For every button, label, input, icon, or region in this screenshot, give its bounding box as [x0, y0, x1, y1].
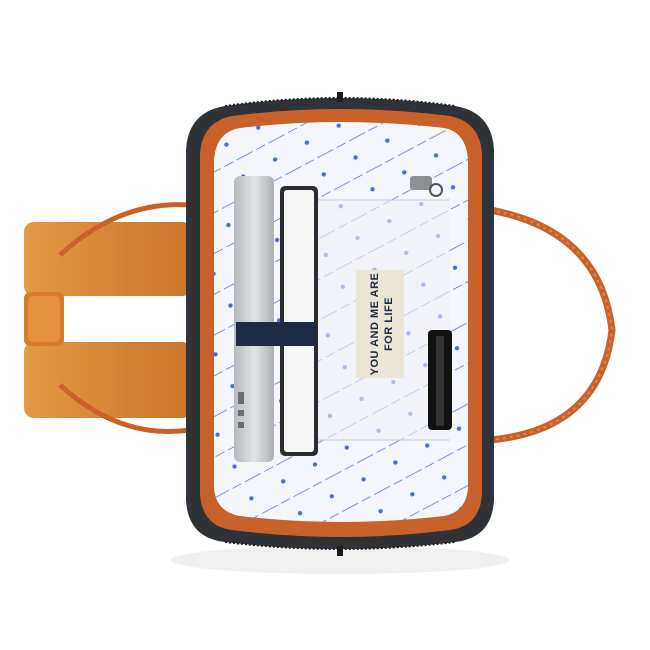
pen-pocket [428, 330, 452, 430]
shadow [170, 546, 510, 574]
carry-handle [489, 206, 616, 444]
shoulder-straps [24, 202, 192, 435]
elastic-strap [236, 322, 316, 346]
laptop [234, 176, 274, 462]
label-line-2: FOR LIFE [383, 297, 395, 351]
label-line-1: YOU AND ME ARE [369, 273, 381, 376]
key-clip [410, 176, 443, 197]
tablet [280, 186, 318, 456]
brand-label: YOU AND ME ARE FOR LIFE [356, 270, 404, 378]
